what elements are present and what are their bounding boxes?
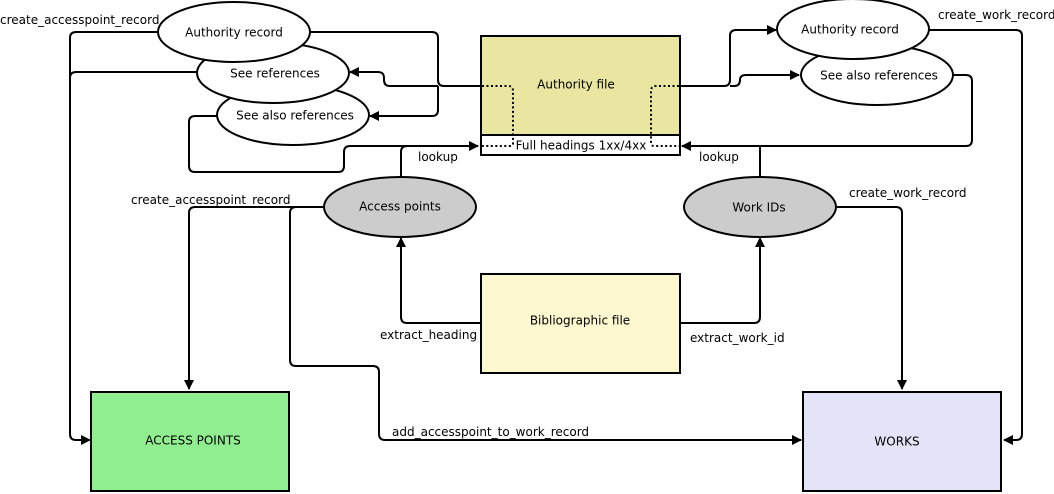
edge-authfile-to-right-authority-record	[680, 25, 777, 87]
bibliographic-file-node[interactable]: Bibliographic file	[480, 273, 681, 374]
access-points-store-node[interactable]: ACCESS POINTS	[90, 391, 290, 492]
authority-file-box	[480, 35, 681, 136]
bibliographic-file-label: Bibliographic file	[530, 314, 630, 328]
right-authority-record-node[interactable]: Authority record	[776, 0, 930, 60]
label-extract-work-id: extract_work_id	[690, 331, 785, 345]
right-see-also-references-node[interactable]: See also references	[800, 44, 954, 106]
access-points-ellipse	[323, 176, 477, 238]
edge-left-see-also-references-to-full-headings	[188, 115, 479, 173]
edge-left-see-references-to-access-points-store	[69, 71, 197, 79]
label-add-accesspoint-to-work-record: add_accesspoint_to_work_record	[392, 425, 589, 439]
left-see-references-label: See references	[230, 67, 320, 81]
label-create-work-record-top: create_work_record	[938, 8, 1054, 22]
work-ids-process-label: Work IDs	[732, 201, 785, 215]
edge-left-authority-record-to-access-points-store	[69, 31, 158, 445]
work-ids-process-node[interactable]: Work IDs	[683, 176, 837, 238]
access-points-process-node[interactable]: Access points	[323, 176, 477, 238]
edges	[69, 25, 1023, 445]
edge-bibliographic-to-access-points	[396, 237, 481, 324]
right-authority-record-label: Authority record	[801, 23, 899, 37]
label-lookup-left: lookup	[418, 150, 458, 164]
edge-right-authority-record-to-works-store	[928, 29, 1023, 445]
work-ids-ellipse	[683, 176, 837, 238]
edge-authfile-to-right-see-also-references	[730, 70, 800, 87]
label-create-accesspoint-record-mid: create_accesspoint_record	[131, 193, 290, 207]
edge-authfile-to-left-see-also-references	[369, 86, 439, 121]
edge-bibliographic-to-work-ids	[680, 237, 765, 324]
access-points-process-label: Access points	[359, 200, 441, 214]
works-store-node[interactable]: WORKS	[802, 391, 1002, 492]
label-extract-heading: extract_heading	[380, 328, 477, 342]
dotted-link-left	[482, 85, 514, 147]
right-authority-record-ellipse	[776, 0, 930, 60]
works-store-box	[802, 391, 1002, 492]
bibliographic-file-box	[480, 273, 681, 374]
right-see-also-references-label: See also references	[820, 69, 938, 83]
label-create-accesspoint-record-top: create_accesspoint_record	[0, 13, 159, 27]
full-headings-label: Full headings 1xx/4xx	[516, 139, 647, 153]
edge-authfile-to-left-authority-record	[282, 27, 480, 87]
edge-right-see-also-references-to-full-headings	[681, 74, 973, 151]
edge-access-points-to-works-store	[289, 206, 802, 445]
full-headings-box	[480, 134, 681, 156]
access-points-store-label: ACCESS POINTS	[145, 434, 241, 448]
label-lookup-right: lookup	[699, 150, 739, 164]
dotted-link-right	[650, 85, 679, 147]
authority-file-label: Authority file	[537, 78, 615, 92]
left-authority-record-node[interactable]: Authority record	[157, 1, 311, 63]
edge-work-ids-to-works-store	[836, 206, 907, 390]
left-authority-record-label: Authority record	[185, 26, 283, 40]
works-store-label: WORKS	[874, 435, 919, 449]
edge-access-points-to-access-points-store	[184, 206, 325, 390]
authority-file-node[interactable]: Authority file	[480, 35, 681, 136]
full-headings-node[interactable]: Full headings 1xx/4xx	[480, 134, 681, 156]
left-authority-record-ellipse	[157, 1, 311, 63]
edge-access-points-lookup	[400, 145, 408, 178]
access-points-store-box	[90, 391, 290, 492]
label-create-work-record-mid: create_work_record	[849, 186, 966, 200]
left-see-also-references-label: See also references	[236, 109, 354, 123]
edge-authfile-to-left-see-references	[349, 67, 438, 87]
